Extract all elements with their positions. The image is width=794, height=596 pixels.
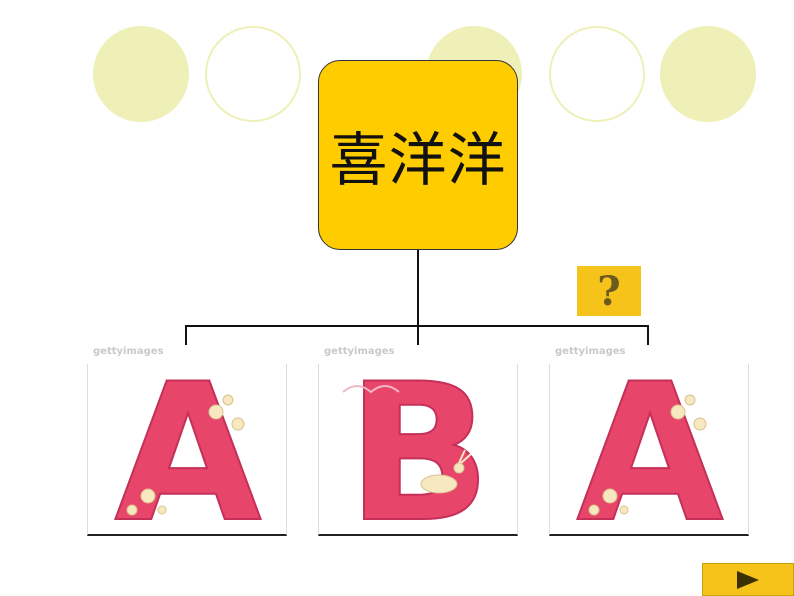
question-badge: ? bbox=[577, 266, 641, 316]
letter-graphic: A bbox=[113, 364, 262, 536]
watermark: gettyimages bbox=[93, 346, 164, 357]
next-slide-button[interactable] bbox=[702, 563, 794, 596]
decor-circle-1 bbox=[93, 26, 189, 122]
floral-ornament-icon bbox=[126, 394, 245, 516]
letter-graphic: A bbox=[575, 364, 724, 536]
watermark: gettyimages bbox=[324, 346, 395, 357]
decor-circle-4 bbox=[549, 26, 645, 122]
letter-image-frame: A bbox=[87, 364, 287, 536]
title-box: 喜洋洋 bbox=[318, 60, 518, 250]
letter-card-3: gettyimages A bbox=[549, 346, 749, 538]
letter-card-1: gettyimages A bbox=[87, 346, 287, 538]
watermark: gettyimages bbox=[555, 346, 626, 357]
title-text: 喜洋洋 bbox=[329, 126, 507, 194]
letter-graphic: B bbox=[342, 364, 492, 536]
decor-circle-5 bbox=[660, 26, 756, 122]
play-triangle-icon bbox=[737, 570, 759, 589]
letter-glyph: A bbox=[576, 364, 723, 536]
letter-image-frame: B bbox=[318, 364, 518, 536]
letter-image-frame: A bbox=[549, 364, 749, 536]
letter-card-2: gettyimages B bbox=[318, 346, 518, 538]
floral-ornament-icon bbox=[588, 394, 707, 516]
question-mark: ? bbox=[597, 267, 621, 315]
deer-ornament-icon bbox=[342, 385, 472, 494]
decor-circle-2 bbox=[205, 26, 301, 122]
letter-glyph: A bbox=[114, 364, 261, 536]
